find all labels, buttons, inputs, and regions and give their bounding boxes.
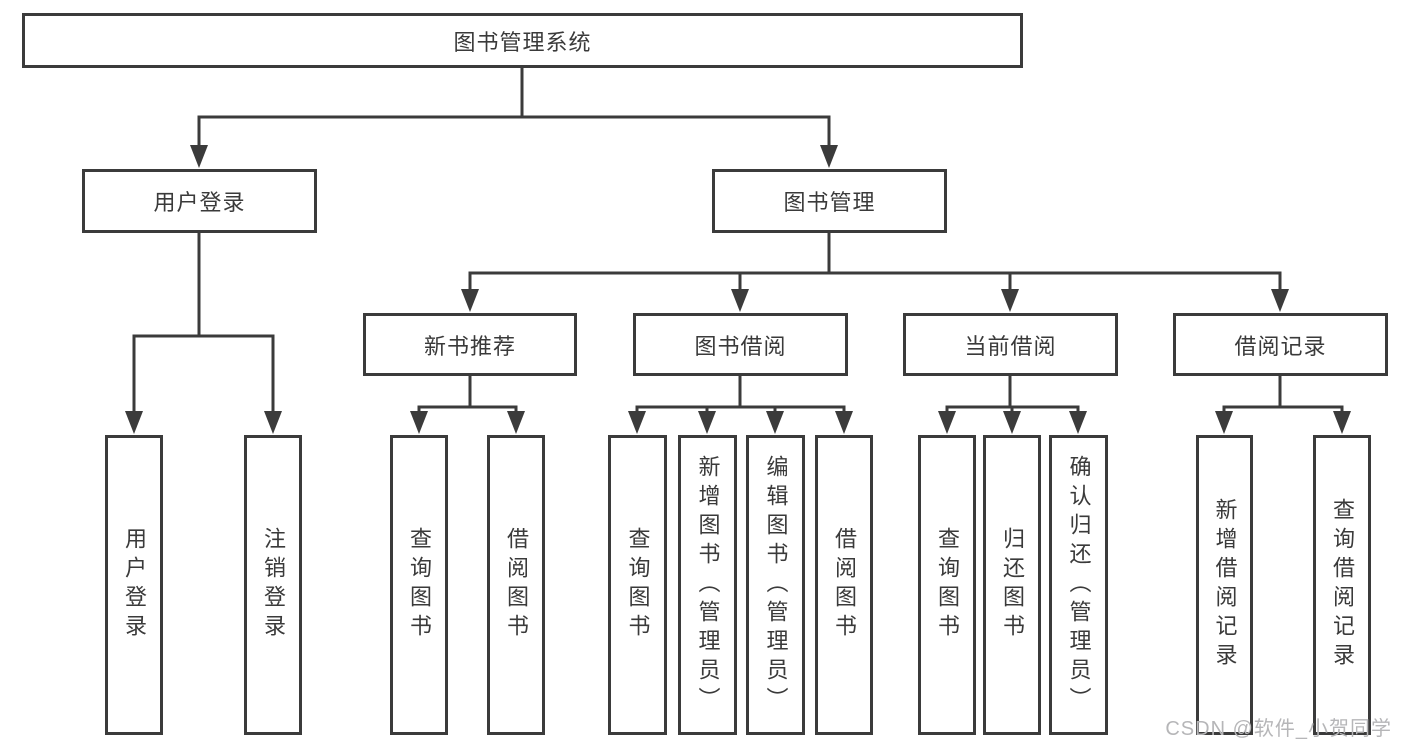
arrowhead: [820, 145, 838, 168]
node-system-root: 图书管理系统: [22, 13, 1023, 68]
arrowhead: [835, 411, 853, 434]
arrowhead: [461, 289, 479, 312]
arrowhead: [125, 411, 143, 434]
leaf-query-borrow-record: 查询借阅记录: [1313, 435, 1371, 735]
node-current-borrow: 当前借阅: [903, 313, 1118, 376]
leaf-edit-books-admin: 编辑图书（管理员）: [746, 435, 805, 735]
csdn-watermark: CSDN @软件_小贺同学: [1165, 718, 1392, 740]
arrowhead: [1215, 411, 1233, 434]
arrowhead: [1069, 411, 1087, 434]
leaf-borrow-books: 借阅图书: [487, 435, 545, 735]
leaf-add-borrow-record: 新增借阅记录: [1196, 435, 1253, 735]
leaf-borrow-books: 借阅图书: [815, 435, 873, 735]
leaf-user-login: 用户登录: [105, 435, 163, 735]
node-borrow-records: 借阅记录: [1173, 313, 1388, 376]
arrowhead: [731, 289, 749, 312]
leaf-query-books: 查询图书: [390, 435, 448, 735]
arrowhead: [410, 411, 428, 434]
arrowhead: [698, 411, 716, 434]
arrowhead: [190, 145, 208, 168]
node-book-borrow: 图书借阅: [633, 313, 848, 376]
arrowhead: [938, 411, 956, 434]
leaf-add-books-admin: 新增图书（管理员）: [678, 435, 737, 735]
leaf-return-books: 归还图书: [983, 435, 1041, 735]
arrowhead: [507, 411, 525, 434]
arrowhead: [628, 411, 646, 434]
arrowhead: [1333, 411, 1351, 434]
arrowhead: [1001, 289, 1019, 312]
leaf-logout: 注销登录: [244, 435, 302, 735]
arrowhead: [1003, 411, 1021, 434]
node-book-management: 图书管理: [712, 169, 947, 233]
leaf-query-books: 查询图书: [608, 435, 667, 735]
node-user-login: 用户登录: [82, 169, 317, 233]
leaf-query-books: 查询图书: [918, 435, 976, 735]
arrowhead: [1271, 289, 1289, 312]
node-new-book-recommend: 新书推荐: [363, 313, 577, 376]
arrowhead: [766, 411, 784, 434]
leaf-confirm-return-admin: 确认归还（管理员）: [1049, 435, 1108, 735]
arrowhead: [264, 411, 282, 434]
